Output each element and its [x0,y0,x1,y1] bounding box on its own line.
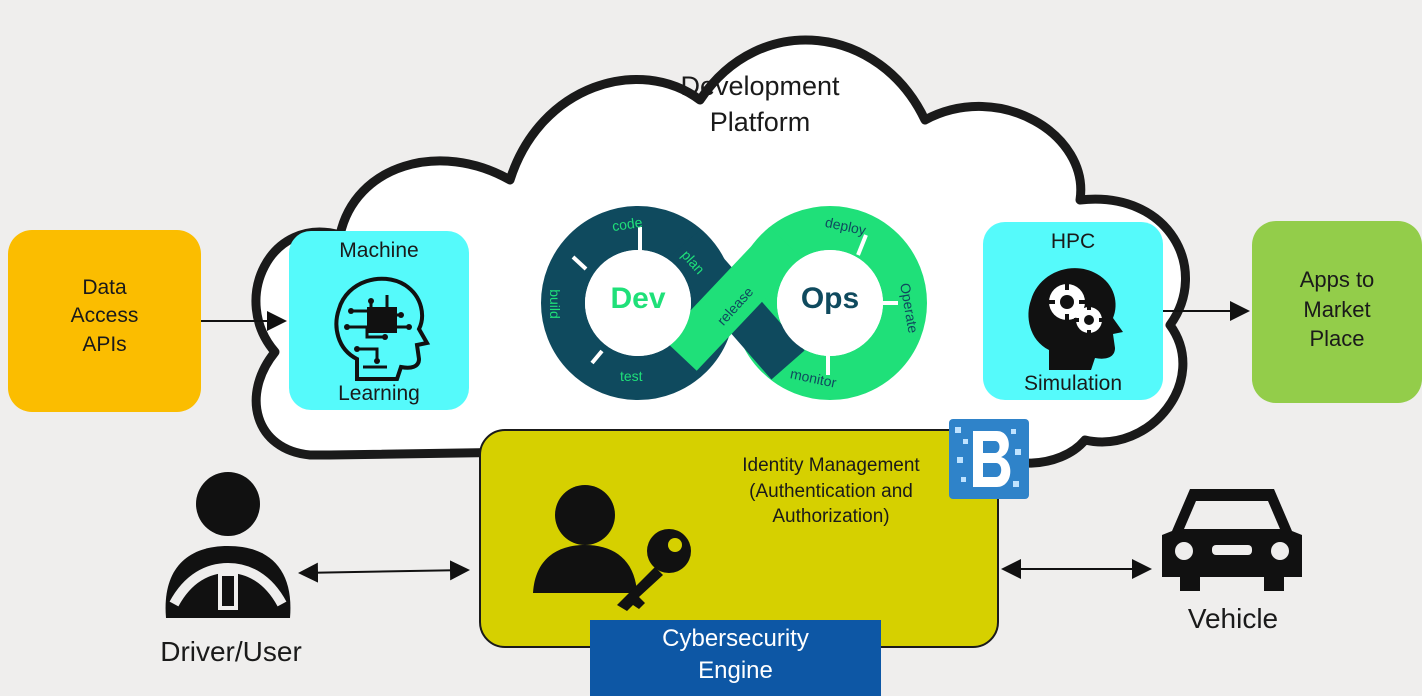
devops-ops-label: Ops [800,282,860,315]
hpc-bottom-label: Simulation [1023,371,1123,395]
driver-icon [165,472,291,618]
brain-gears-icon [1028,268,1123,370]
ai-head-icon [334,276,431,381]
data-access-label: Data Access APIs [70,276,139,356]
blockchain-logo-icon [949,419,1029,499]
devops-step-build: build [546,289,563,319]
hpc-top-label: HPC [1050,230,1096,253]
arrow-driver-identity [298,560,470,583]
driver-user-label: Driver/User [160,636,302,667]
blockchain-b-icon [955,427,1021,487]
cloud-shape [251,35,1190,468]
machine-learning-box: Machine Learning [289,231,469,410]
identity-management-box: Identity Management (Authentication and … [479,429,999,648]
apps-marketplace-box: Apps to Market Place [1252,221,1422,403]
apps-marketplace-label: Apps to Market Place [1299,267,1375,352]
cybersecurity-engine-label: Cybersecurity Engine [662,625,809,684]
vehicle-label: Vehicle [1187,603,1279,634]
identity-management-label: Identity Management (Authentication and … [742,455,920,528]
user-key-icon [533,485,691,611]
ml-top-label: Machine [339,239,419,262]
hpc-box: HPC Simulation [983,222,1163,400]
devops-step-test: test [620,368,643,384]
data-access-box: Data Access APIs [8,230,201,412]
devops-infinity-icon [541,206,927,400]
ml-bottom-label: Learning [338,381,420,405]
car-icon [1162,489,1302,591]
devops-dev-label: Dev [610,282,666,315]
cybersecurity-engine-box: Cybersecurity Engine [590,620,881,696]
cloud-title: Development Platform [680,71,840,138]
